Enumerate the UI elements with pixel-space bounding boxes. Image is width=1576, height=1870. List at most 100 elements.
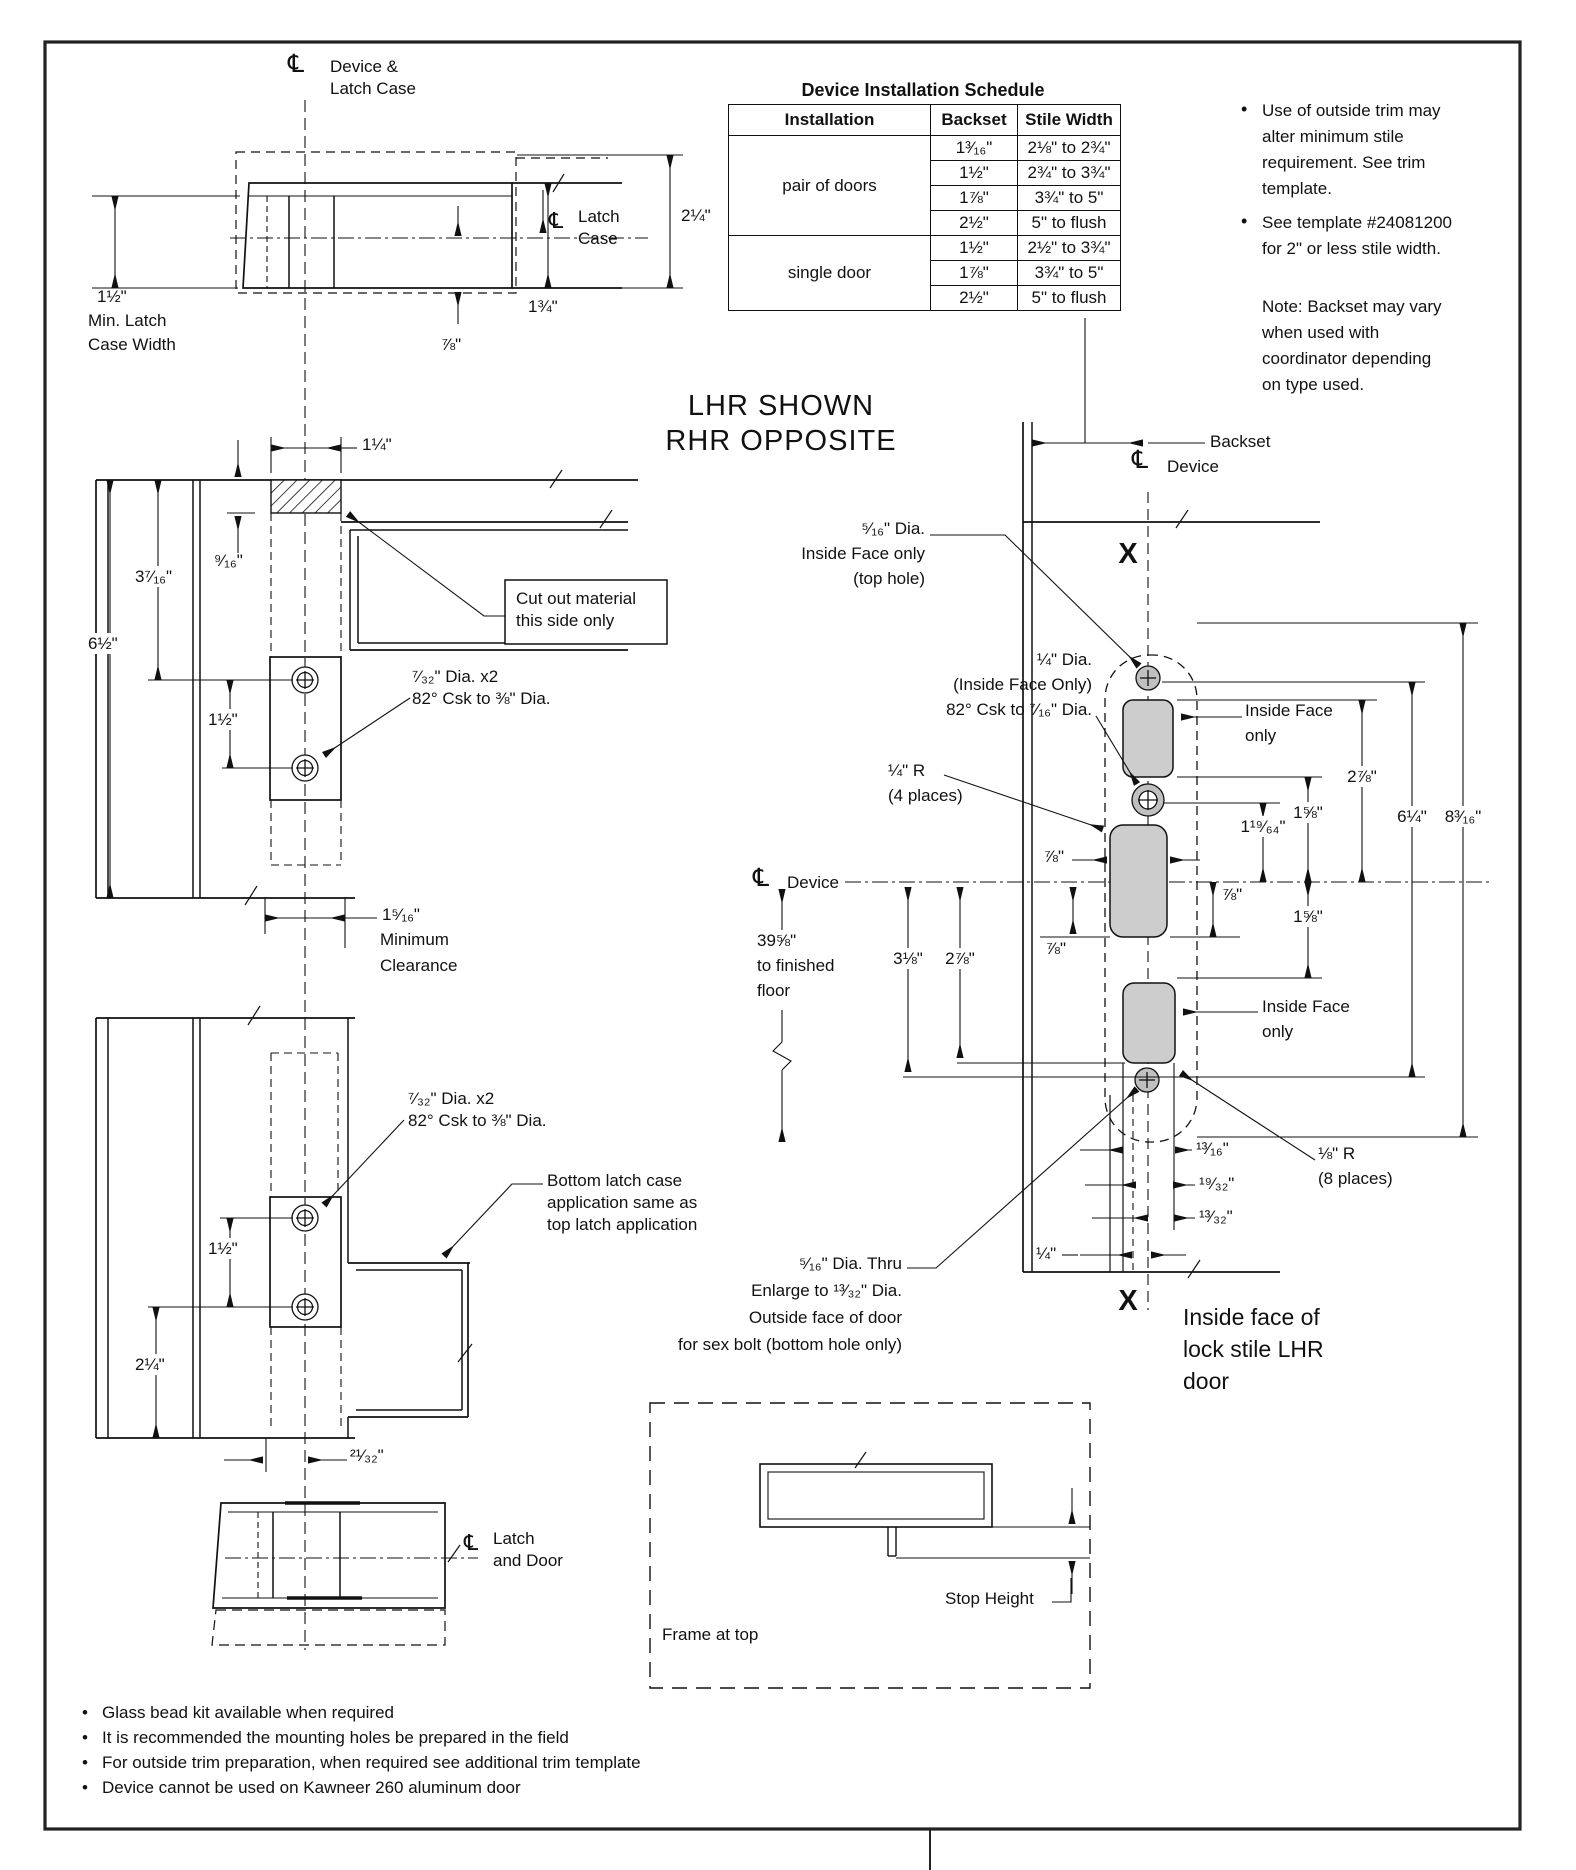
holes-note-top-line: ⁷⁄₃₂" Dia. x2 xyxy=(412,667,499,686)
dim-13-16: ¹³⁄₁₆" xyxy=(1196,1139,1229,1158)
section-marker-bottom: X xyxy=(1118,1285,1138,1317)
dim-3-7-16: 3⁷⁄₁₆" xyxy=(133,566,175,588)
inside-face-top-line: Inside Face xyxy=(1245,701,1333,720)
centerline-symbol-device-mid: ℄ xyxy=(753,864,770,892)
centerline-symbol-device-latch: ℄ xyxy=(288,50,305,78)
min-latch-label-2: Case Width xyxy=(88,335,176,354)
quarter-dia-note-line: (Inside Face Only) xyxy=(953,675,1092,694)
cell: 2¾" to 3¾" xyxy=(1017,160,1121,186)
upper-elevation-screws xyxy=(291,666,319,782)
schedule-single-label: single door xyxy=(728,235,931,311)
quarter-r-note-line: ¼" R xyxy=(888,761,926,780)
dim-21-32: ²¹⁄₃₂" xyxy=(350,1446,384,1465)
bullet-icon xyxy=(1241,99,1247,120)
dim-1-1-2-screws-top: 1½" xyxy=(206,709,240,731)
schedule-pair-label: pair of doors xyxy=(728,135,931,236)
holes-note-top-line: 82° Csk to ⅜" Dia. xyxy=(412,689,551,708)
dim-2-7-8-left: 2⅞" xyxy=(943,948,977,970)
upper-elevation xyxy=(95,469,638,906)
dim-1-5-16: 1⁵⁄₁₆" xyxy=(382,905,420,924)
cl-latch-case-label-1: Latch xyxy=(578,207,620,226)
table-row: 1⅞"3¾" to 5" xyxy=(729,260,1121,286)
dim-1-3-4: 1¾" xyxy=(528,297,558,316)
cell: 1³⁄₁₆" xyxy=(930,135,1018,161)
top-hole-note-line: ⁵⁄₁₆" Dia. xyxy=(861,519,925,538)
bottom-latch-note-line: application same as xyxy=(547,1193,698,1212)
cell: 2⅛" to 2¾" xyxy=(1017,135,1121,161)
quarter-r-note-line: (4 places) xyxy=(888,786,963,805)
note-backset-line: coordinator depending xyxy=(1262,349,1432,368)
cell: 1½" xyxy=(930,235,1018,261)
schedule-header-backset: Backset xyxy=(930,104,1018,136)
dim-7-8-right: ⅞" xyxy=(1222,885,1243,904)
holes-note-bottom-line: 82° Csk to ⅜" Dia. xyxy=(408,1111,547,1130)
top-hole-note-line: Inside Face only xyxy=(801,544,925,563)
table-row: pair of doors 1³⁄₁₆" 2⅛" to 2¾" xyxy=(728,135,1121,236)
backset-label: Backset xyxy=(1210,432,1271,451)
floor-dim-line: 39⅝" xyxy=(757,931,797,950)
inside-face-lhr-line: Inside face of xyxy=(1183,1304,1320,1330)
note-trim-line: template. xyxy=(1262,179,1332,198)
note-trim-line: Use of outside trim may xyxy=(1262,101,1441,120)
floor-dim-line: floor xyxy=(757,981,791,1000)
sex-bolt-note-line: Outside face of door xyxy=(748,1308,902,1327)
dim-1-1-2-min: 1½" xyxy=(97,287,127,306)
bullet-icon xyxy=(1241,211,1247,232)
sex-bolt-note-line: Enlarge to ¹³⁄₃₂" Dia. xyxy=(751,1281,902,1300)
device-installation-schedule: Installation Backset Stile Width pair of… xyxy=(728,104,1121,311)
top-hole-note-line: (top hole) xyxy=(853,569,925,588)
cl-latch-case-label-2: Case xyxy=(578,229,618,248)
top-plan-dimensions xyxy=(92,100,683,1650)
sex-bolt-note-line: for sex bolt (bottom hole only) xyxy=(678,1335,902,1354)
frame-detail xyxy=(649,1402,1091,1689)
dim-19-32: ¹⁹⁄₃₂" xyxy=(1199,1174,1235,1193)
heading-rhr: RHR OPPOSITE xyxy=(665,425,897,457)
dim-6-1-4: 6¼" xyxy=(1395,806,1429,828)
dim-3-1-8: 3⅛" xyxy=(891,948,925,970)
dim-1-1-4: 1¼" xyxy=(362,435,392,454)
note-backset-line: when used with xyxy=(1262,323,1380,342)
lower-elevation xyxy=(95,1005,473,1439)
inside-face-bottom-line: only xyxy=(1262,1022,1294,1041)
device-cutouts xyxy=(1109,699,1176,1064)
min-latch-label-1: Min. Latch xyxy=(88,311,167,330)
quarter-dia-note-line: 82° Csk to ⁷⁄₁₆" Dia. xyxy=(946,700,1092,719)
cutout-note-line: Cut out material xyxy=(516,589,636,608)
clearance-label-1: Minimum xyxy=(380,930,449,949)
centerline-symbol-latch-case: ℄ xyxy=(549,208,564,233)
frame-at-top-label: Frame at top xyxy=(662,1625,759,1644)
schedule-header-installation: Installation xyxy=(728,104,931,136)
dim-9-16: ⁹⁄₁₆" xyxy=(214,551,243,570)
footnote-item: It is recommended the mounting holes be … xyxy=(80,1725,641,1750)
heading-lhr: LHR SHOWN xyxy=(687,390,875,422)
cell: 2½" xyxy=(930,210,1018,236)
clearance-label-2: Clearance xyxy=(380,956,458,975)
bottom-latch-note-line: Bottom latch case xyxy=(547,1171,683,1190)
device-screw-holes xyxy=(1131,665,1165,1093)
cl-device-label-mid: Device xyxy=(787,873,839,892)
cell: 1½" xyxy=(930,160,1018,186)
cell: 1⅞" xyxy=(930,185,1018,211)
eighth-r-note-line: ⅛" R xyxy=(1318,1144,1356,1163)
bottom-plan-view xyxy=(211,1501,478,1646)
table-row: 2½"5" to flush xyxy=(729,210,1121,236)
cl-device-latch-label-2: Latch Case xyxy=(330,79,416,98)
lower-elevation-screws xyxy=(291,1204,319,1321)
note-backset-line: Note: Backset may vary xyxy=(1262,297,1442,316)
dim-6-1-2: 6½" xyxy=(86,633,120,655)
dim-1-1-2-screws-bottom: 1½" xyxy=(206,1238,240,1260)
note-trim-line: alter minimum stile xyxy=(1262,127,1404,146)
schedule-title: Device Installation Schedule xyxy=(801,80,1045,100)
dim-1-19-64: 1¹⁹⁄₆₄" xyxy=(1238,816,1288,838)
dim-1-4-bottom: ¼" xyxy=(1036,1244,1057,1263)
holes-note-bottom-line: ⁷⁄₃₂" Dia. x2 xyxy=(408,1089,495,1108)
note-template-line: for 2" or less stile width. xyxy=(1262,239,1441,258)
schedule-header-stile: Stile Width xyxy=(1017,104,1121,136)
sex-bolt-note-line: ⁵⁄₁₆" Dia. Thru xyxy=(799,1254,902,1273)
cell: 2½" xyxy=(930,285,1018,311)
cl-latch-door-label-1: Latch xyxy=(493,1529,535,1548)
dim-1-5-8-top: 1⅝" xyxy=(1291,802,1325,824)
dim-2-1-4-top-plan: 2¼" xyxy=(681,206,711,225)
